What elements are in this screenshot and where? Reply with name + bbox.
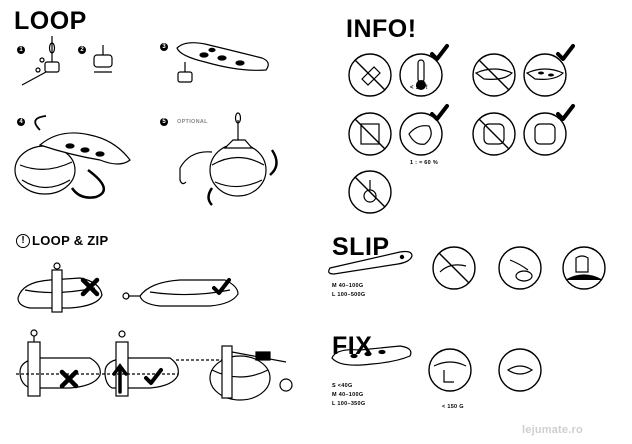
loop-step-5-art — [179, 112, 278, 206]
optional-label: OPTIONAL — [177, 119, 208, 125]
step-number: 5 — [160, 118, 168, 126]
ratio-label: 1 : ≈ 60 % — [410, 160, 439, 166]
slip-art — [328, 246, 606, 290]
step-number: 2 — [78, 46, 86, 54]
warning-icon: ! — [16, 234, 30, 248]
fix-size-s: S <40G — [332, 383, 353, 389]
loop-heading: LOOP — [14, 7, 87, 35]
loop-step-3-art — [176, 42, 269, 83]
fix-heading: FIX — [332, 332, 373, 360]
slip-size-m: M 40–100G — [332, 283, 364, 289]
loop-step-1-art — [21, 36, 60, 86]
fix-size-l: L 100–350G — [332, 401, 366, 407]
fix-size-m: M 40–100G — [332, 392, 364, 398]
fix-art — [331, 345, 542, 392]
temperature-label: < 50°! — [410, 85, 429, 91]
slip-size-l: L 100–500G — [332, 292, 366, 298]
loop-step-2-art — [93, 45, 113, 73]
info-heading: INFO! — [346, 15, 417, 43]
up-arrow-icon — [112, 363, 128, 394]
info-icons — [348, 44, 575, 214]
slip-heading: SLIP — [332, 233, 390, 261]
loop-step-4-art — [14, 115, 131, 199]
loop-zip-heading: LOOP & ZIP — [32, 233, 109, 248]
step-number: 4 — [17, 118, 25, 126]
step-number: 3 — [160, 43, 168, 51]
watermark: lejumate.ro — [522, 424, 583, 436]
step-number: 1 — [17, 46, 25, 54]
fix-limit-label: < 150 G — [442, 404, 464, 410]
